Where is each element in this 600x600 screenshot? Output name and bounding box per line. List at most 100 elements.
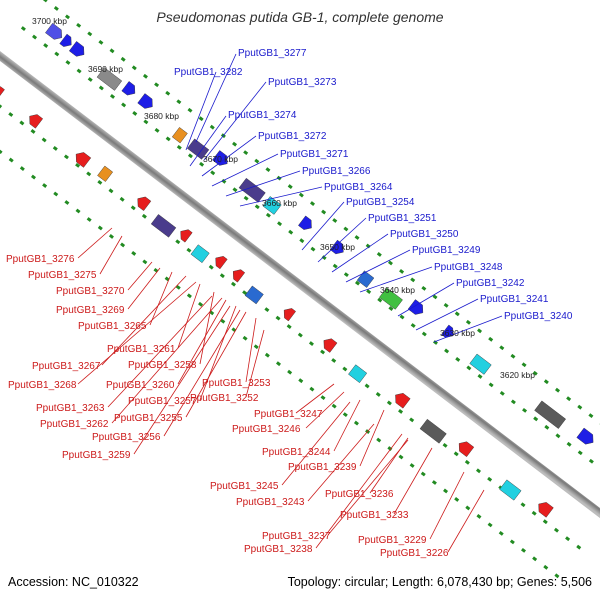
gene-label-up-13[interactable]: PputGB1_3242 (456, 278, 525, 289)
gene-label-dn-7[interactable]: PputGB1_3258 (128, 360, 197, 371)
gene-label-dn-9[interactable]: PputGB1_3260 (106, 380, 175, 391)
gene-label-dn-29[interactable]: PputGB1_3226 (380, 548, 449, 559)
tick-mark (565, 536, 571, 542)
gene-label-up-6[interactable]: PputGB1_3266 (302, 166, 371, 177)
gene-label-up-9[interactable]: PputGB1_3251 (368, 213, 437, 224)
leader-line-up-0 (195, 53, 237, 143)
tick-mark (532, 556, 538, 562)
tick-mark (97, 179, 103, 185)
gene-label-dn-24[interactable]: PputGB1_3243 (236, 497, 305, 508)
gene-label-dn-1[interactable]: PputGB1_3275 (28, 270, 97, 281)
gene-label-dn-5[interactable]: PputGB1_3261 (107, 344, 176, 355)
gene-label-dn-10[interactable]: PputGB1_3253 (202, 378, 271, 389)
gene-label-dn-18[interactable]: PputGB1_3247 (254, 409, 323, 420)
leader-line-dn-28 (315, 433, 403, 549)
tick-mark (387, 446, 393, 451)
tick-mark (376, 252, 382, 257)
gene-label-up-3[interactable]: PputGB1_3274 (228, 110, 297, 121)
tick-mark (321, 209, 327, 215)
tick-mark (366, 289, 372, 294)
tick-mark (242, 335, 248, 341)
tick-mark (387, 260, 393, 266)
gene-label-dn-6[interactable]: PputGB1_3267 (32, 361, 101, 372)
tick-mark (388, 306, 394, 311)
gene-feature-17 (469, 353, 492, 375)
leader-line-up-15 (433, 315, 503, 343)
gene-label-up-0[interactable]: PputGB1_3277 (238, 48, 307, 59)
gene-label-dn-14[interactable]: PputGB1_3255 (114, 413, 183, 424)
gene-feature-0 (45, 22, 62, 40)
gene-label-up-15[interactable]: PputGB1_3240 (504, 311, 573, 322)
gene-label-up-14[interactable]: PputGB1_3241 (480, 294, 549, 305)
gene-label-up-8[interactable]: PputGB1_3254 (346, 197, 415, 208)
gene-label-dn-2[interactable]: PputGB1_3270 (56, 286, 125, 297)
leader-line-dn-12 (245, 329, 265, 398)
gene-label-up-10[interactable]: PputGB1_3250 (390, 229, 459, 240)
gene-shape (0, 86, 5, 100)
tick-mark (342, 366, 348, 372)
tick-mark (509, 539, 515, 545)
tick-mark (221, 178, 227, 184)
gene-label-dn-22[interactable]: PputGB1_3245 (210, 481, 279, 492)
gene-label-dn-15[interactable]: PputGB1_3262 (40, 419, 109, 430)
gene-label-up-12[interactable]: PputGB1_3248 (434, 262, 503, 273)
tick-mark (254, 204, 260, 210)
leader-line-up-5 (211, 153, 279, 187)
tick-mark (510, 353, 516, 359)
gene-label-dn-25[interactable]: PputGB1_3233 (340, 510, 409, 521)
gene-feature-21 (29, 114, 44, 129)
gene-label-dn-23[interactable]: PputGB1_3236 (325, 489, 394, 500)
gene-shape (238, 177, 266, 203)
gene-label-dn-17[interactable]: PputGB1_3259 (62, 450, 131, 461)
tick-mark (186, 247, 192, 253)
gene-shape (283, 308, 296, 322)
gene-label-up-1[interactable]: PputGB1_3282 (174, 67, 243, 78)
gene-label-up-5[interactable]: PputGB1_3271 (280, 149, 349, 160)
tick-mark (176, 144, 182, 150)
gene-shape (298, 215, 312, 230)
tick-mark (208, 264, 214, 270)
leader-line-dn-1 (99, 235, 123, 275)
gene-label-dn-27[interactable]: PputGB1_3229 (358, 535, 427, 546)
tick-mark (476, 514, 482, 519)
gene-label-dn-26[interactable]: PputGB1_3237 (262, 531, 331, 542)
gene-feature-5 (137, 93, 153, 109)
gene-label-dn-13[interactable]: PputGB1_3263 (36, 403, 105, 414)
gene-label-dn-19[interactable]: PputGB1_3246 (232, 424, 301, 435)
gene-label-up-2[interactable]: PputGB1_3273 (268, 77, 337, 88)
tick-mark (464, 459, 470, 465)
gene-label-up-4[interactable]: PputGB1_3272 (258, 131, 327, 142)
gene-label-dn-0[interactable]: PputGB1_3276 (6, 254, 75, 265)
tick-mark (187, 153, 193, 159)
tick-mark (332, 218, 338, 223)
tick-track-0 (42, 0, 600, 427)
tick-track-3 (0, 149, 560, 579)
tick-mark (8, 157, 14, 163)
gene-label-dn-20[interactable]: PputGB1_3244 (262, 447, 331, 458)
gene-label-dn-11[interactable]: PputGB1_3257 (128, 396, 197, 407)
tick-mark (120, 56, 126, 62)
gene-label-dn-16[interactable]: PputGB1_3256 (92, 432, 161, 443)
gene-shape (96, 67, 123, 91)
gene-label-dn-12[interactable]: PputGB1_3252 (190, 393, 259, 404)
leader-line-dn-27 (429, 471, 465, 540)
gene-feature-38 (538, 502, 554, 518)
tick-mark (577, 450, 583, 456)
gene-label-up-7[interactable]: PputGB1_3264 (324, 182, 393, 193)
gene-label-dn-4[interactable]: PputGB1_3265 (78, 321, 147, 332)
tick-mark (187, 107, 193, 113)
gene-label-dn-3[interactable]: PputGB1_3269 (56, 305, 125, 316)
gene-feature-35 (419, 418, 447, 444)
gene-label-dn-21[interactable]: PputGB1_3239 (288, 462, 357, 473)
gene-label-up-11[interactable]: PputGB1_3249 (412, 245, 481, 256)
leader-line-up-2 (203, 81, 267, 161)
backbone-band (0, 40, 600, 520)
gene-shape (121, 81, 136, 96)
leader-line-up-9 (317, 217, 367, 263)
gene-label-dn-28[interactable]: PputGB1_3238 (244, 544, 313, 555)
tick-mark (287, 184, 293, 189)
gene-shape (348, 364, 368, 383)
tick-mark (521, 547, 527, 553)
tick-mark (242, 290, 248, 296)
gene-label-dn-8[interactable]: PputGB1_3268 (8, 380, 77, 391)
